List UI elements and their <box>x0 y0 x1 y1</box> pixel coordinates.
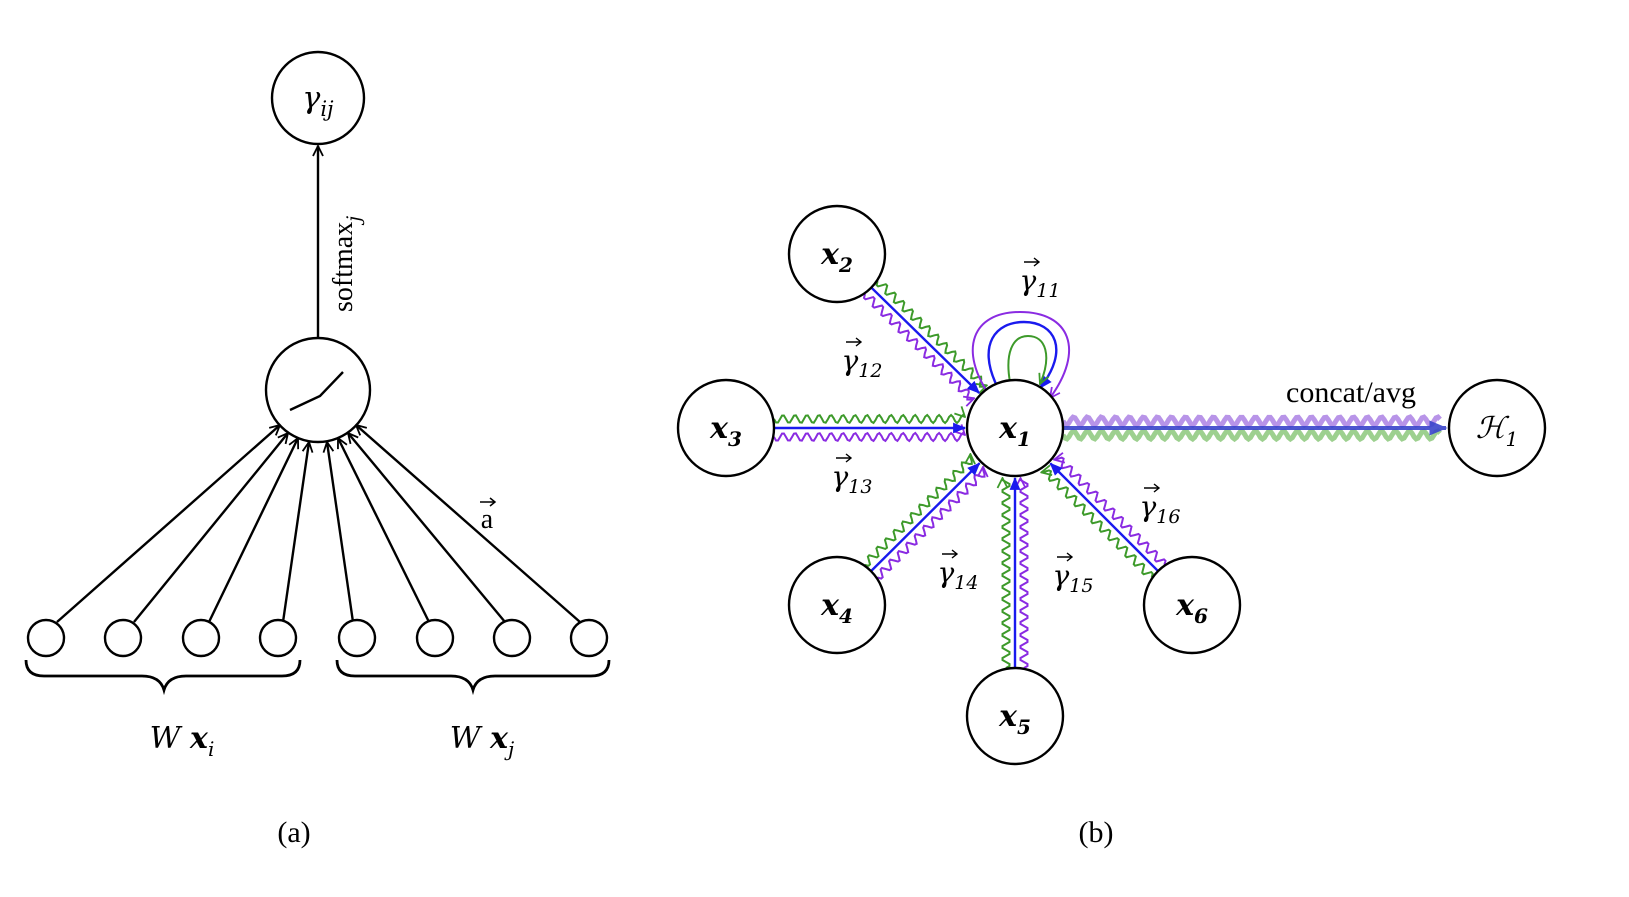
node-x5: x5 <box>965 666 1065 766</box>
vector-arrow-icon <box>942 549 959 559</box>
edge-green-x6 <box>1041 470 1154 578</box>
gamma-14-label: γ14 <box>938 549 979 594</box>
caption-b: (b) <box>1079 816 1114 849</box>
edge-green-x5 <box>1003 478 1011 669</box>
input-edges <box>56 425 581 623</box>
input-node <box>492 618 532 658</box>
edge-purple-x6 <box>1054 458 1167 565</box>
wx-j-label: W xj <box>450 721 514 761</box>
leaky-relu-icon <box>289 371 344 412</box>
vector-arrow-icon <box>1024 257 1041 267</box>
node-x4: x4 <box>787 555 887 655</box>
edge-purple-x2 <box>862 293 974 400</box>
svg-text:γ15: γ15 <box>1053 559 1094 597</box>
node-x1: x1 <box>965 378 1065 478</box>
gamma-15-label: γ15 <box>1053 552 1094 597</box>
node-x6: x6 <box>1142 555 1242 655</box>
svg-text:γ16: γ16 <box>1140 490 1181 528</box>
gamma-16-label: γ16 <box>1140 483 1181 528</box>
input-node <box>103 618 143 658</box>
concat-avg-label: concat/avg <box>1286 376 1416 409</box>
gamma-12-label: γ12 <box>842 337 883 382</box>
svg-text:γ13: γ13 <box>832 460 873 498</box>
gamma-ij-label: γij <box>302 81 334 121</box>
gamma-13-label: γ13 <box>832 453 873 498</box>
left-brace <box>24 659 302 696</box>
attention-edges <box>773 280 1167 669</box>
vector-arrow-icon <box>836 453 853 463</box>
svg-text:x6: x6 <box>1175 588 1208 628</box>
panel-a: γij softmaxj a <box>24 50 611 849</box>
input-nodes <box>26 618 609 658</box>
edge-purple-x4 <box>877 467 984 580</box>
edge-green-x2 <box>875 280 987 387</box>
vector-arrow-icon <box>480 497 497 507</box>
vector-arrow-icon <box>1057 552 1074 562</box>
panel-b: concat/avg x1 x2 x3 x4 x5 x6 ℋ1 <box>676 204 1547 849</box>
edge-blue-x6 <box>1049 462 1159 572</box>
svg-text:x5: x5 <box>998 699 1031 739</box>
gamma-ij-node: γij <box>270 50 366 146</box>
svg-text:x3: x3 <box>709 411 742 451</box>
vector-arrow-icon <box>1144 483 1161 493</box>
node-h1: ℋ1 <box>1447 378 1547 478</box>
svg-text:x1: x1 <box>998 411 1031 451</box>
edge-purple-x5 <box>1021 478 1029 669</box>
edge-purple-x3 <box>773 433 965 443</box>
input-node <box>337 618 377 658</box>
right-brace <box>335 659 611 696</box>
weight-vector-label: a <box>481 504 494 535</box>
input-node <box>181 618 221 658</box>
activation-node <box>264 336 372 444</box>
gamma-11-label: γ11 <box>1020 257 1061 302</box>
svg-text:ℋ1: ℋ1 <box>1476 411 1518 451</box>
edge-green-x4 <box>864 454 972 567</box>
caption-a: (a) <box>277 816 310 849</box>
input-node <box>415 618 455 658</box>
node-x3: x3 <box>676 378 776 478</box>
input-node <box>258 618 298 658</box>
self-loop <box>971 310 1071 398</box>
vector-arrow-icon <box>846 337 863 347</box>
edge-blue-x2 <box>870 286 981 394</box>
input-node <box>26 618 66 658</box>
softmax-label: softmaxj <box>328 216 365 312</box>
node-x2: x2 <box>787 204 887 304</box>
output-edge <box>1060 414 1448 443</box>
svg-text:γ14: γ14 <box>938 556 979 594</box>
wx-i-label: W xi <box>150 721 215 761</box>
svg-text:x4: x4 <box>820 588 853 628</box>
input-node <box>569 618 609 658</box>
svg-text:x2: x2 <box>820 237 853 277</box>
edge-green-x3 <box>773 415 965 425</box>
svg-text:γ11: γ11 <box>1020 264 1061 302</box>
edge-blue-x4 <box>870 462 981 573</box>
svg-text:γ12: γ12 <box>842 344 883 382</box>
